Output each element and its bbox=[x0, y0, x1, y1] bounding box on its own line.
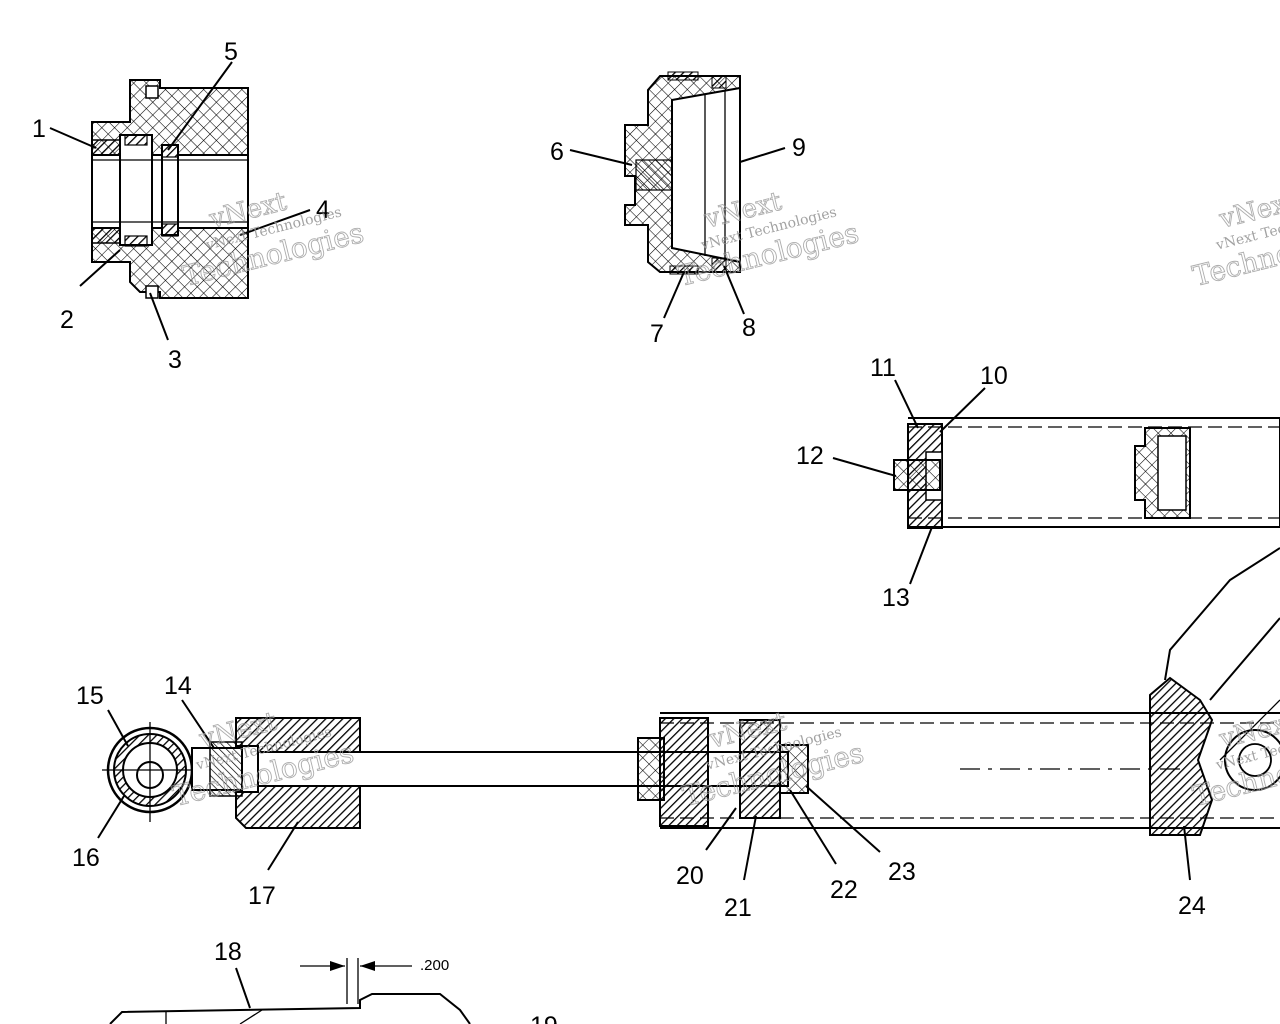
callout-12: 12 bbox=[796, 442, 824, 470]
shock-assembly bbox=[102, 547, 1280, 836]
bottom-part bbox=[109, 958, 471, 1024]
callout-20: 20 bbox=[676, 862, 704, 890]
shock-leader-lines bbox=[97, 699, 1191, 881]
bushing-assembly bbox=[91, 79, 249, 299]
end-cap-leader-lines bbox=[569, 147, 786, 319]
callout-18: 18 bbox=[214, 938, 242, 966]
callout-1: 1 bbox=[32, 115, 46, 143]
dimension-label: .200 bbox=[420, 957, 449, 974]
callout-6: 6 bbox=[550, 138, 564, 166]
reservoir-leader-lines bbox=[832, 379, 986, 585]
callout-16: 16 bbox=[72, 844, 100, 872]
callout-2: 2 bbox=[60, 306, 74, 334]
reservoir-assembly bbox=[893, 417, 1280, 529]
watermark-1: vNext vNext Technologies Technologies bbox=[179, 186, 368, 293]
callout-22: 22 bbox=[830, 876, 858, 904]
callout-11: 11 bbox=[870, 354, 896, 382]
callout-7: 7 bbox=[650, 320, 664, 348]
callout-17: 17 bbox=[248, 882, 276, 910]
callout-5: 5 bbox=[224, 38, 238, 66]
callout-13: 13 bbox=[882, 584, 910, 612]
callout-15: 15 bbox=[76, 682, 104, 710]
bushing-leader-lines bbox=[49, 61, 311, 341]
callout-8: 8 bbox=[742, 314, 756, 342]
callout-21: 21 bbox=[724, 894, 752, 922]
callout-numbers: 1 2 3 4 5 6 7 8 9 10 11 12 13 14 15 16 1… bbox=[32, 38, 1206, 1024]
callout-23: 23 bbox=[888, 858, 916, 886]
callout-9: 9 bbox=[792, 134, 806, 162]
callout-4: 4 bbox=[316, 196, 330, 224]
callout-24: 24 bbox=[1178, 892, 1206, 920]
callout-14: 14 bbox=[164, 672, 192, 700]
watermark-3: vNext vNext Technologies Technologies bbox=[1189, 186, 1280, 293]
end-cap-assembly bbox=[624, 71, 741, 275]
callout-10: 10 bbox=[980, 362, 1008, 390]
callout-3: 3 bbox=[168, 346, 182, 374]
callout-19: 19 bbox=[530, 1012, 558, 1024]
